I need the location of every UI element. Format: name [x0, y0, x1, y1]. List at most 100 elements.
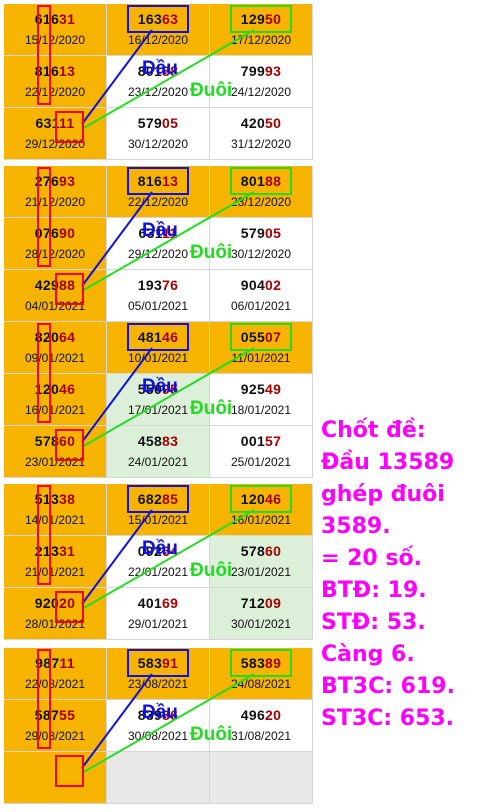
draw-date: 10/01/2021	[127, 351, 189, 365]
conclusion-line: = 20 số.	[321, 546, 422, 571]
number-tail: 83	[162, 433, 179, 449]
draw-date: 22/12/2020	[127, 195, 189, 209]
prize-number: 63111	[4, 115, 106, 131]
number-head: 458	[137, 433, 163, 449]
draw-date: 31/08/2021	[230, 729, 292, 743]
draw-date: 06/01/2021	[230, 299, 292, 313]
conclusion-line: STĐ: 53.	[321, 610, 426, 635]
conclusion-line: BT3C: 619.	[321, 674, 455, 699]
number-tail: 95	[162, 381, 179, 397]
number-head: 579	[240, 225, 266, 241]
draw-date: 22/01/2021	[127, 565, 189, 579]
prize-number: 90402	[210, 277, 312, 293]
draw-date: 31/12/2020	[230, 137, 292, 151]
number-head: 904	[240, 277, 266, 293]
draw-date: 16/01/2021	[24, 403, 86, 417]
number-head: 579	[137, 115, 163, 131]
number-head: 816	[137, 173, 163, 189]
number-tail: 57	[265, 433, 282, 449]
number-tail: 85	[162, 491, 179, 507]
number-head: 193	[137, 277, 163, 293]
number-head: 163	[137, 11, 163, 27]
prize-number: 92020	[4, 595, 106, 611]
number-head: 587	[34, 707, 60, 723]
prize-number: 57860	[210, 543, 312, 559]
number-head: 481	[137, 329, 163, 345]
draw-date: 11/01/2021	[231, 351, 291, 365]
prize-number: 58755	[4, 707, 106, 723]
number-tail: 13	[59, 63, 76, 79]
conclusion-line: 3589.	[321, 514, 391, 539]
prize-number: 12950	[210, 11, 312, 27]
prize-number: 55095	[107, 381, 209, 397]
prize-number: 58389	[210, 655, 312, 671]
number-head: 429	[34, 277, 60, 293]
number-head: 583	[240, 655, 266, 671]
number-head: 920	[34, 595, 60, 611]
draw-date: 30/12/2020	[127, 137, 189, 151]
draw-date: 21/12/2020	[24, 195, 86, 209]
prize-number: 12046	[210, 491, 312, 507]
number-tail: 69	[162, 595, 179, 611]
number-tail: 20	[59, 595, 76, 611]
number-head: 276	[34, 173, 60, 189]
number-head: 682	[137, 491, 163, 507]
number-tail: 90	[59, 225, 76, 241]
draw-date: 05/01/2021	[127, 299, 189, 313]
number-head: 925	[240, 381, 266, 397]
number-tail: 55	[59, 707, 76, 723]
draw-date: 21/01/2021	[24, 565, 86, 579]
number-tail: 07	[265, 329, 282, 345]
number-tail: 88	[162, 63, 179, 79]
conclusion-line: ghép đuôi	[321, 482, 445, 507]
prize-number: 80188	[107, 63, 209, 79]
prize-number: 51338	[4, 491, 106, 507]
number-tail: 09	[265, 595, 282, 611]
prize-number: 42988	[4, 277, 106, 293]
number-head: 092	[137, 543, 163, 559]
number-tail: 38	[59, 491, 76, 507]
prize-number: 81613	[107, 173, 209, 189]
number-tail: 89	[265, 655, 282, 671]
draw-date: 22/12/2020	[24, 85, 86, 99]
draw-date: 23/01/2021	[24, 455, 86, 469]
result-cell: 12046 16/01/2021	[210, 484, 313, 536]
draw-date: 23/08/2021	[127, 677, 189, 691]
conclusion-line: ST3C: 653.	[321, 706, 455, 731]
draw-date: 23/01/2021	[230, 565, 292, 579]
number-tail: 86	[162, 707, 179, 723]
draw-date: 16/01/2021	[230, 513, 292, 527]
prize-number: 98711	[4, 655, 106, 671]
number-tail: 60	[265, 543, 282, 559]
draw-date: 09/01/2021	[24, 351, 86, 365]
prize-number: 80188	[210, 173, 312, 189]
prize-number: 16363	[107, 11, 209, 27]
number-tail: 46	[59, 381, 76, 397]
number-head: 496	[240, 707, 266, 723]
prize-number: 71209	[210, 595, 312, 611]
number-tail: 93	[265, 63, 282, 79]
number-head: 001	[240, 433, 266, 449]
number-head: 801	[240, 173, 266, 189]
draw-date: 18/01/2021	[230, 403, 292, 417]
